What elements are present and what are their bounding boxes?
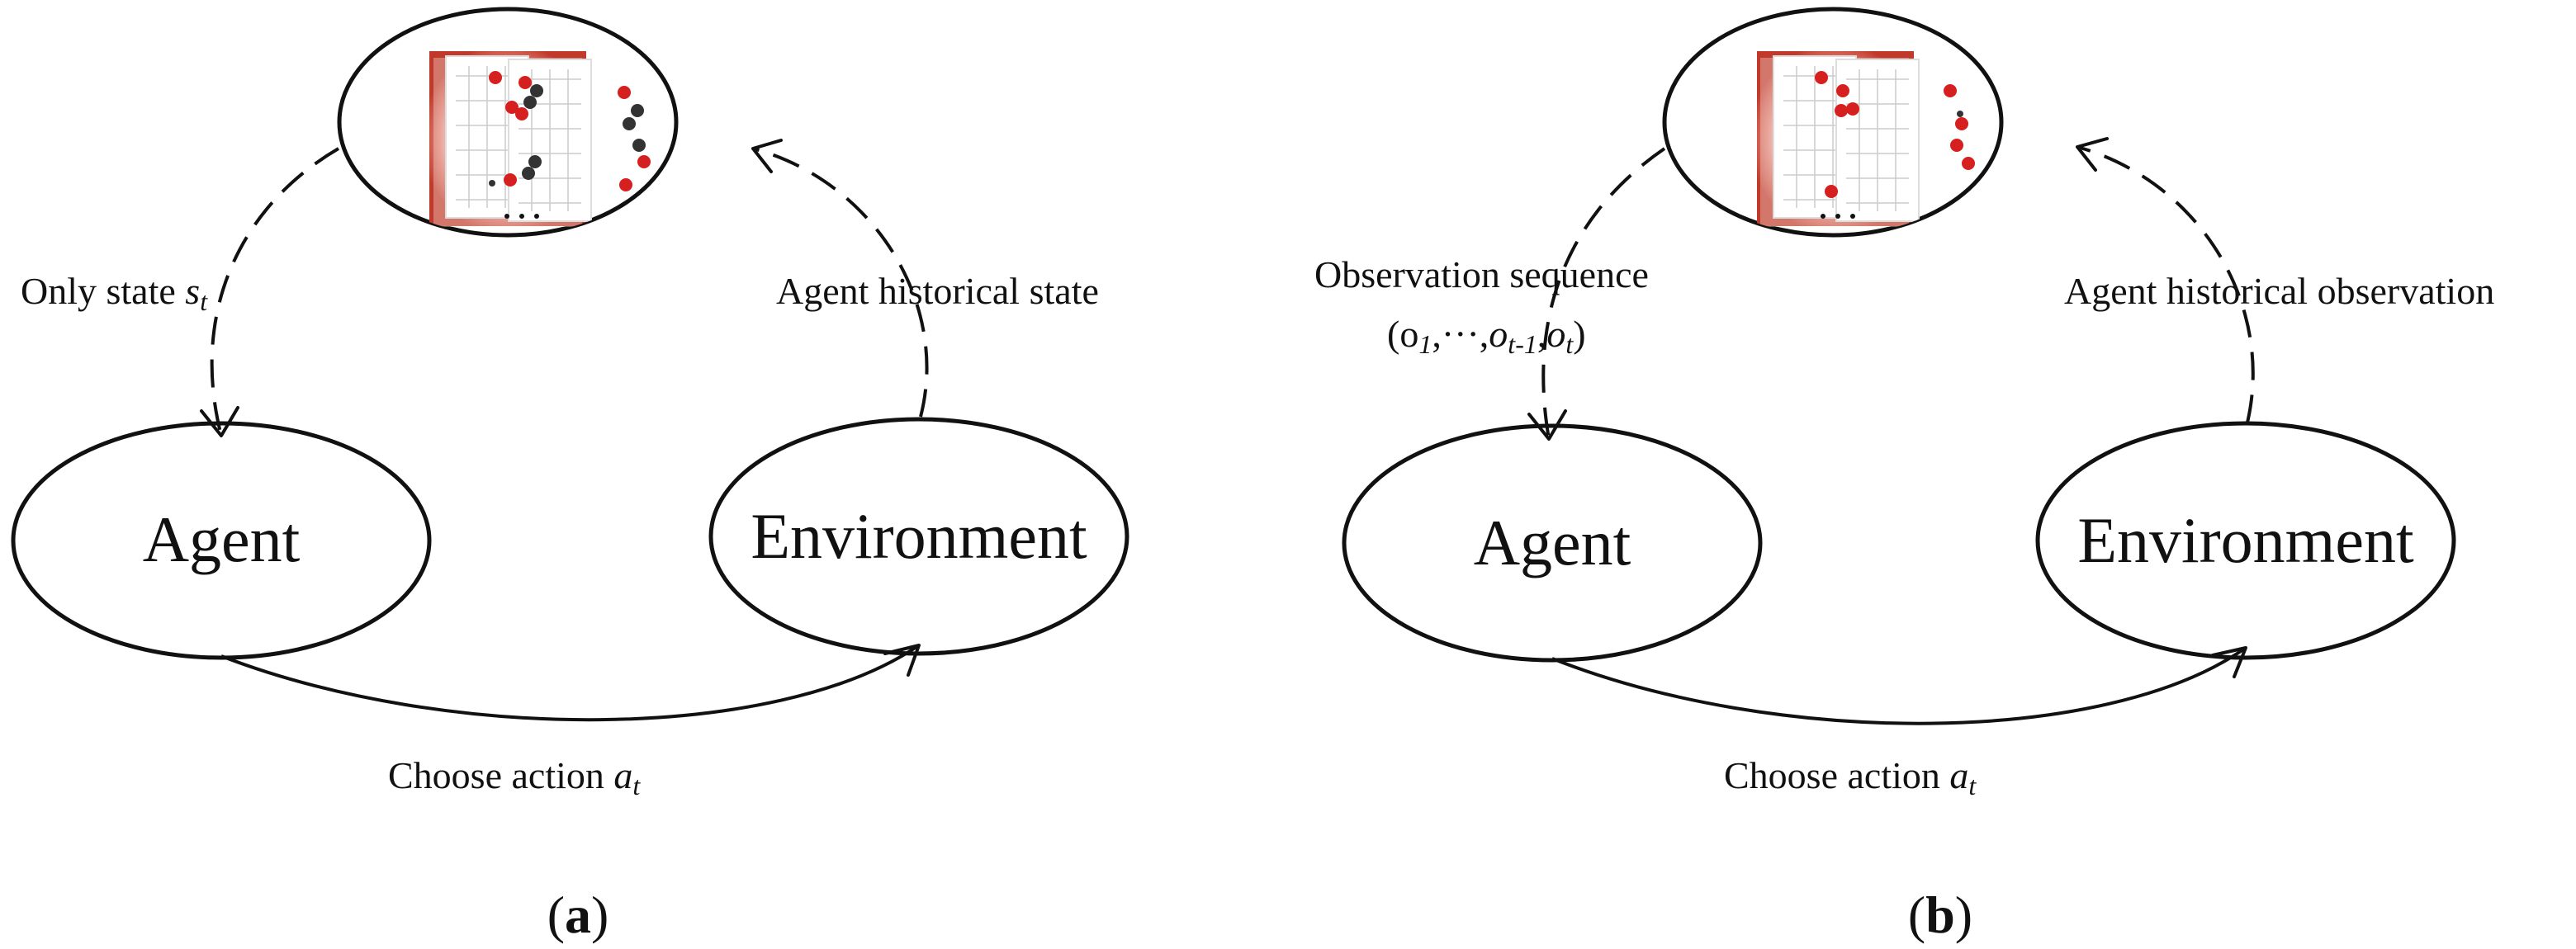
environment-to-state-arrow [751, 139, 929, 418]
panel-a: Agent Environment Only state st Agent hi… [11, 7, 1129, 944]
state-to-agent-arrow [200, 147, 340, 437]
environment-node: Environment [708, 417, 1129, 656]
board-state-node [337, 7, 679, 238]
panel-b: Agent Environment Observation sequence (… [1314, 7, 2494, 944]
agent-to-environment-arrow [1551, 646, 2247, 725]
history-edge-label: Agent historical observation [2064, 270, 2494, 312]
go-board-stack-icon [1757, 51, 1975, 227]
environment-label: Environment [2077, 504, 2414, 576]
go-board-stack-icon [429, 51, 651, 227]
agent-node: Agent [1342, 423, 1763, 663]
action-edge-label: Choose action at [388, 754, 641, 800]
agent-label: Agent [1474, 507, 1631, 578]
environment-to-observation-arrow [2076, 137, 2255, 423]
board-observation-node [1662, 7, 2004, 238]
environment-node: Environment [2035, 421, 2456, 660]
observation-sequence-formula: (o1,···,ot-1,ot) [1387, 313, 1586, 359]
state-edge-label: Only state st [21, 270, 208, 316]
agent-node: Agent [11, 421, 432, 660]
agent-label: Agent [143, 503, 301, 575]
environment-label: Environment [751, 500, 1087, 572]
observation-sequence-label: Observation sequence [1314, 253, 1649, 295]
agent-to-environment-arrow [220, 644, 921, 722]
panel-label-a: (a) [547, 885, 609, 944]
panel-label-b: (b) [1908, 885, 1972, 944]
observation-to-agent-arrow [1527, 147, 1666, 441]
history-edge-label: Agent historical state [776, 270, 1099, 312]
action-edge-label: Choose action at [1724, 754, 1977, 800]
